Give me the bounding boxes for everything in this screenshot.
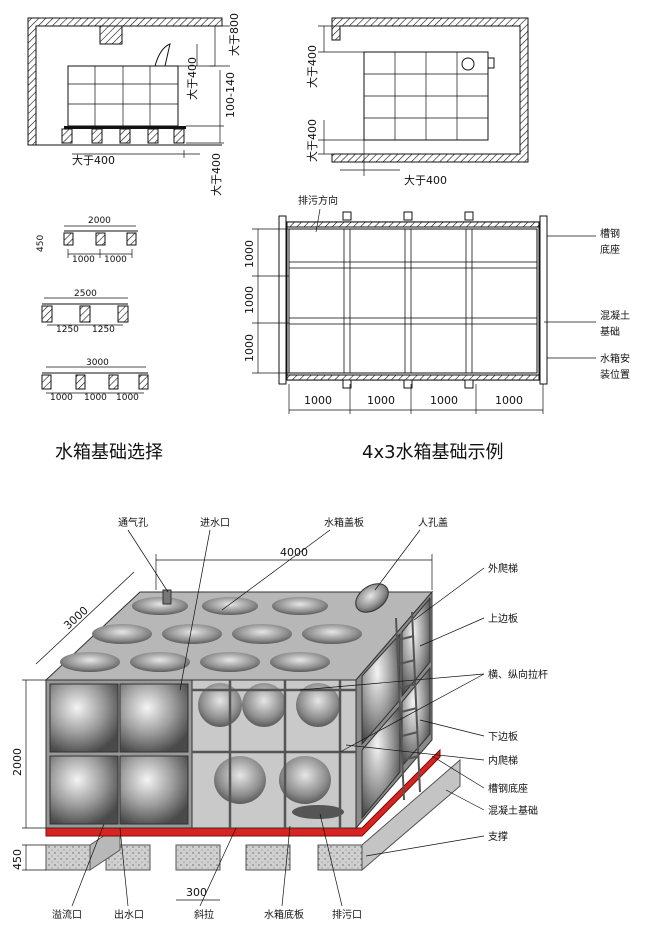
option1-height: 450 [36, 235, 46, 252]
label-diagonal-brace: 斜拉 [194, 908, 214, 921]
option3-span-c: 1000 [116, 393, 139, 403]
option1-span-b: 1000 [104, 255, 127, 265]
row-dim-3: 1000 [243, 334, 256, 362]
title-foundation-choice: 水箱基础选择 [55, 442, 163, 463]
label-outlet: 出水口 [114, 908, 144, 921]
label-channel-steel-base: 槽钢底座 [488, 782, 528, 795]
top-panels [60, 597, 362, 672]
option3-span-b: 1000 [84, 393, 107, 403]
col-dim-3: 1000 [430, 394, 458, 407]
label-overflow: 溢流口 [52, 908, 82, 921]
label-gt800: 大于800 [227, 13, 241, 56]
label-gt400-plan-bottom: 大于400 [404, 173, 447, 187]
example-4x3-plan: 排污方向 1000 1000 1000 1000 1000 1000 1000 … [243, 194, 630, 414]
front-panels [49, 683, 189, 825]
label-concrete-foundation: 混凝土基础 [488, 804, 538, 817]
label-concrete-1: 混凝土 [600, 309, 630, 322]
label-concrete-2: 基础 [600, 325, 620, 338]
option3-span-a: 1000 [50, 393, 73, 403]
channel-steel-base [45, 748, 441, 837]
foundation-option-2: 2500 1250 1250 [41, 289, 129, 335]
outer-ladder [395, 611, 421, 801]
dim-base-height: 450 [11, 849, 24, 870]
dim-spacing: 300 [186, 886, 207, 899]
label-install-1: 水箱安 [600, 352, 630, 365]
option3-total: 3000 [86, 358, 109, 368]
foundation-option-3: 3000 1000 1000 1000 [41, 358, 149, 403]
label-channel-base-1: 槽钢 [600, 227, 620, 240]
option1-total: 2000 [88, 216, 111, 226]
label-inlet: 进水口 [200, 517, 230, 529]
label-gt400-section-bottom: 大于400 [72, 153, 115, 167]
row-dim-2: 1000 [243, 286, 256, 314]
section-view: 大于800 大于400 100-140 大于400 大于400 [27, 13, 241, 196]
option1-span-a: 1000 [72, 255, 95, 265]
interior-panels [192, 680, 356, 828]
foundation-option-1: 2000 1000 1000 450 [36, 216, 138, 265]
label-100-140: 100-140 [224, 72, 237, 118]
option2-span-a: 1250 [56, 325, 79, 335]
dim-width: 3000 [61, 604, 91, 632]
option2-span-b: 1250 [92, 325, 115, 335]
vent-pipe [162, 589, 172, 605]
label-channel-base-2: 底座 [600, 243, 620, 256]
side-panels [361, 596, 431, 820]
label-lower-panel: 下边板 [488, 730, 518, 743]
label-inner-ladder: 内爬梯 [488, 754, 518, 767]
label-vent: 通气孔 [118, 516, 148, 529]
col-dim-1: 1000 [304, 394, 332, 407]
label-manhole: 人孔盖 [418, 516, 448, 529]
label-outer-ladder: 外爬梯 [488, 562, 518, 575]
label-tie-rods: 横、纵向拉杆 [488, 668, 548, 681]
label-drain: 排污口 [332, 908, 362, 921]
row-dim-1: 1000 [243, 240, 256, 268]
tank-dimensions [22, 554, 433, 901]
col-dim-2: 1000 [367, 394, 395, 407]
col-dim-4: 1000 [495, 394, 523, 407]
label-cover-plate: 水箱盖板 [324, 516, 364, 529]
option2-total: 2500 [74, 289, 97, 299]
tank-3d: 4000 3000 2000 450 300 通气孔 进水口 水箱盖板 人孔盖 … [11, 516, 548, 921]
label-gt400-section-right: 大于400 [209, 153, 223, 196]
label-support: 支撑 [488, 830, 508, 843]
dim-height: 2000 [11, 748, 24, 776]
label-upper-panel: 上边板 [488, 612, 518, 625]
label-drain-direction: 排污方向 [298, 194, 338, 207]
dim-length: 4000 [280, 546, 308, 559]
manhole-cover [355, 583, 389, 613]
label-gt400-section-top: 大于400 [185, 57, 199, 100]
label-gt400-plan-upper: 大于400 [305, 45, 319, 88]
label-bottom-plate: 水箱底板 [264, 908, 304, 921]
label-install-2: 装位置 [600, 368, 630, 381]
plan-view: 大于400 大于400 大于400 [305, 17, 529, 187]
label-gt400-plan-lower: 大于400 [305, 119, 319, 162]
title-example-4x3: 4x3水箱基础示例 [362, 442, 504, 463]
